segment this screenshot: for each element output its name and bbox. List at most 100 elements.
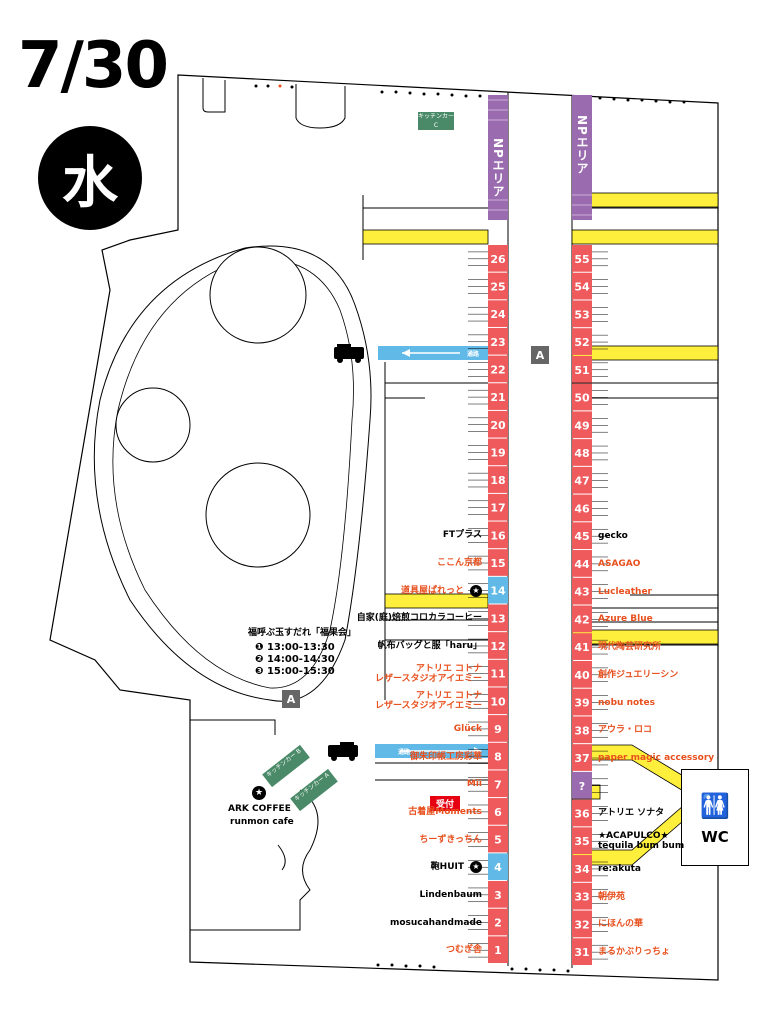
booth-number: 5 [494, 834, 502, 847]
vendor-label: にほんの華 [598, 919, 644, 930]
booth-number: 34 [574, 863, 590, 876]
date-title: 7/30 [18, 29, 169, 103]
booth-number: 11 [490, 668, 505, 681]
booth-number: 43 [574, 586, 589, 599]
road-label: 通路 [467, 351, 480, 358]
event-time: ❷ 14:00-14:30 [255, 654, 335, 665]
vendor-label: 古着屋Moments [408, 806, 482, 817]
booth-number: 47 [574, 475, 589, 488]
booth-number: 44 [574, 558, 590, 571]
booth-12 [488, 632, 508, 659]
vendor-label: ちーずきっちん [419, 834, 482, 845]
vendor-label: Lucleather [598, 586, 652, 597]
booth-number: 19 [490, 446, 505, 459]
booth-number: 16 [490, 529, 506, 542]
booth-20 [488, 410, 508, 438]
booth-9 [488, 715, 508, 742]
booth-number: 51 [574, 364, 589, 377]
booth-number: 23 [490, 336, 505, 349]
booth-15 [488, 549, 508, 576]
booth-39 [572, 688, 592, 716]
booth-21 [488, 383, 508, 410]
booth-number: 50 [574, 392, 590, 405]
booth-number: 10 [490, 695, 506, 708]
booth-10 [488, 687, 508, 715]
booth-number: 9 [494, 723, 502, 736]
booth-55 [572, 245, 592, 272]
star-icon: ★ [252, 786, 266, 800]
booth-38 [572, 716, 592, 744]
ark-coffee-label: ARK COFFEE [228, 804, 291, 814]
booth-22 [488, 355, 508, 383]
vendor-label: ASAGAO [598, 558, 641, 569]
booth-35 [572, 827, 592, 855]
kitchen-car-c: キッチンカー C [418, 112, 455, 130]
booth-5 [488, 825, 508, 853]
booth-37 [572, 744, 592, 771]
booth-number: 36 [574, 807, 590, 820]
restroom-icon: 🚻 [700, 792, 730, 820]
booth-8 [488, 742, 508, 770]
booth-36 [572, 799, 592, 827]
area-a-marker: A [531, 346, 549, 364]
top-dots [254, 84, 686, 104]
vendor-label: ★ACAPULCO★ tequila bum bum [598, 831, 685, 852]
booth-number: 45 [574, 530, 589, 543]
booth-number: 55 [574, 253, 589, 266]
booth-number: 25 [490, 280, 505, 293]
booth-number: 39 [574, 697, 589, 710]
event-time: ❸ 15:00-15:30 [255, 666, 335, 677]
booth-18 [488, 466, 508, 493]
event-time: ❶ 13:00-13:30 [255, 642, 335, 653]
vendor-label: アトリエ コトナ レザースタジオアイエミー [374, 663, 482, 684]
booth-number: 4 [494, 861, 502, 874]
booth-34 [572, 855, 592, 882]
booth-17 [488, 493, 508, 521]
right-booth-column: 55545352515049484746454443424140393837?3… [572, 245, 608, 965]
booth-41 [572, 633, 592, 660]
booth-number: 54 [574, 281, 590, 294]
booth-? [572, 771, 592, 799]
booth-number: 22 [490, 363, 505, 376]
booth-6 [488, 798, 508, 825]
booth-number: 17 [490, 502, 505, 515]
booth-number: 13 [490, 612, 505, 625]
runmon-cafe-label: runmon cafe [230, 817, 294, 827]
left-booth-column: 2625242322212019181716151413121110987654… [468, 245, 508, 963]
booth-3 [488, 881, 508, 908]
vendor-label: 道具屋ぱれっと [400, 585, 464, 596]
booth-40 [572, 660, 592, 688]
booth-46 [572, 494, 592, 522]
booth-number: 15 [490, 557, 505, 570]
booth-number: 53 [574, 308, 589, 321]
booth-23 [488, 327, 508, 355]
vendor-label: 鞄HUIT [430, 862, 464, 873]
event-title: 福呼ぶ玉すだれ「福果会」 [248, 628, 357, 638]
booth-24 [488, 300, 508, 327]
vendor-label: 御朱印帳工房彩華 [409, 751, 482, 762]
booth-1 [488, 936, 508, 963]
booth-number: 32 [574, 918, 589, 931]
booth-44 [572, 550, 592, 577]
booth-47 [572, 466, 592, 494]
star-icon: ★ [470, 584, 482, 597]
star-icon: ★ [470, 861, 482, 874]
road-arrows [375, 346, 488, 758]
vendor-label: mosucahandmade [389, 917, 482, 928]
reception-badge: 受付 [430, 796, 461, 811]
booth-number: 6 [494, 806, 502, 819]
booth-number: 8 [494, 751, 502, 764]
booth-number: 52 [574, 336, 589, 349]
vendor-label: アトリエ コトナ レザースタジオアイエミー [374, 691, 482, 712]
booth-number: 38 [574, 724, 589, 737]
wc-label: WC [701, 828, 729, 846]
vendor-label: paper magic accessory [598, 753, 715, 764]
booth-number: 7 [494, 778, 502, 791]
booth-19 [488, 438, 508, 466]
vendor-label: re:akuta [598, 863, 641, 874]
booth-45 [572, 522, 592, 550]
booth-52 [572, 328, 592, 355]
vendor-label: Azure Blue [598, 614, 653, 625]
booth-2 [488, 908, 508, 936]
